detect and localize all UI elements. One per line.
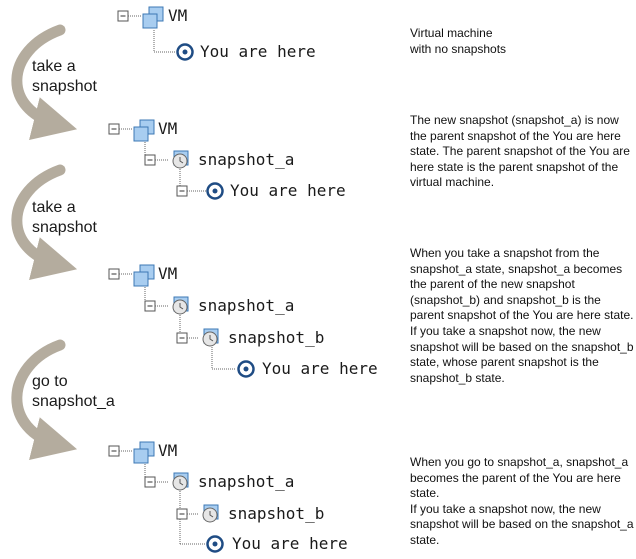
node-label-vm: VM	[168, 6, 188, 25]
tree-2	[108, 119, 224, 200]
description-2: The new snapshot (snapshot_a) is now the…	[410, 113, 630, 190]
snapshot-icon	[172, 150, 189, 169]
action-label-2: take a snapshot	[32, 199, 97, 236]
tree-4	[108, 441, 224, 553]
vm-icon	[133, 441, 155, 464]
tree-3	[108, 264, 255, 378]
tree-1	[117, 6, 194, 61]
vm-icon	[133, 264, 155, 287]
action-label-1: take a snapshot	[32, 58, 97, 95]
you-are-here-icon	[176, 43, 194, 61]
step-arrow-1	[11, 24, 78, 140]
snapshot-icon	[172, 296, 189, 315]
description-4: When you go to snapshot_a, snapshot_a be…	[410, 455, 634, 547]
node-label-snapshot-a: snapshot_a	[198, 472, 295, 491]
vm-icon	[142, 6, 164, 29]
action-label-3: go to snapshot_a	[32, 373, 115, 410]
node-label-snapshot-b: snapshot_b	[228, 328, 325, 347]
step-arrow-3	[11, 339, 78, 460]
node-label-snapshot-b: snapshot_b	[228, 504, 325, 523]
node-label-vm: VM	[158, 441, 178, 460]
node-label-here: You are here	[230, 181, 346, 200]
description-3: When you take a snapshot from the snapsh…	[410, 246, 634, 385]
snapshot-icon	[172, 472, 189, 491]
description-1: Virtual machine with no snapshots	[410, 26, 507, 56]
node-label-vm: VM	[158, 119, 178, 138]
step-arrow-2	[11, 164, 78, 280]
you-are-here-icon	[206, 182, 224, 200]
node-label-here: You are here	[232, 534, 348, 553]
node-label-snapshot-a: snapshot_a	[198, 296, 295, 315]
vm-icon	[133, 119, 155, 142]
snapshot-icon	[202, 328, 219, 347]
node-label-snapshot-a: snapshot_a	[198, 150, 295, 169]
you-are-here-icon	[206, 535, 224, 553]
snapshot-icon	[202, 504, 219, 523]
node-label-vm: VM	[158, 264, 178, 283]
node-label-here: You are here	[262, 359, 378, 378]
you-are-here-icon	[237, 360, 255, 378]
node-label-here: You are here	[200, 42, 316, 61]
